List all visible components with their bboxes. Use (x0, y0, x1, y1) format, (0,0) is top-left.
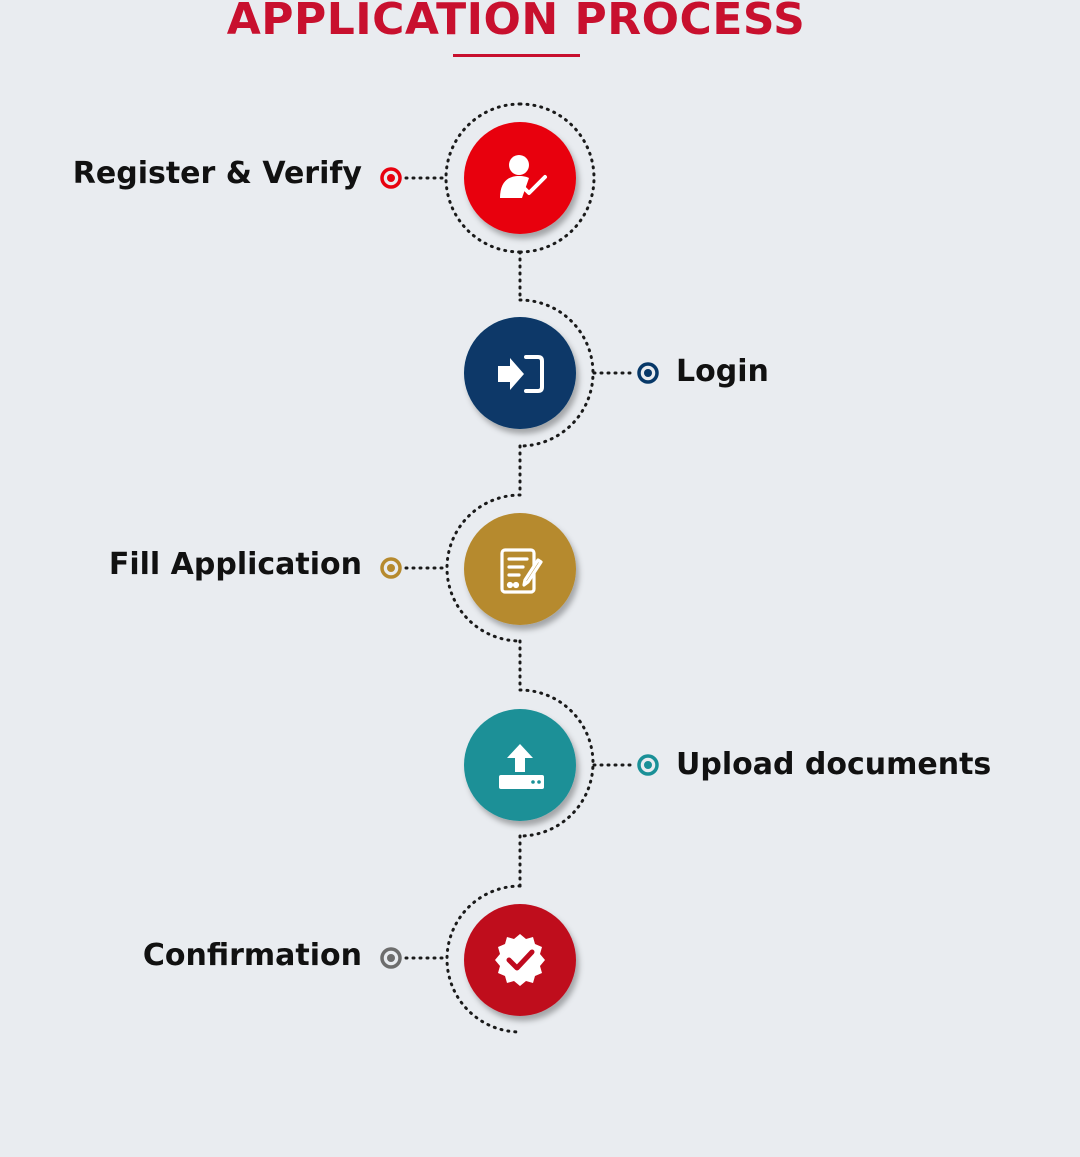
step-fill-application (380, 444, 576, 643)
upload-icon (499, 744, 544, 789)
step-dot-center (387, 954, 395, 962)
dotted-arc (444, 102, 522, 254)
dotted-arc (445, 884, 522, 1034)
step-dot (380, 167, 402, 189)
step-label-confirmation: Confirmation (142, 938, 362, 973)
step-dot-center (644, 761, 652, 769)
step-circle (464, 513, 576, 625)
step-label-register-verify: Register & Verify (72, 156, 362, 191)
dotted-arc (518, 688, 595, 838)
dotted-arc (518, 102, 596, 254)
user-check-icon (500, 155, 547, 198)
step-dot (637, 362, 659, 384)
step-login (464, 250, 659, 448)
step-dot-center (644, 369, 652, 377)
step-label-fill-application: Fill Application (108, 547, 362, 582)
step-dot-center (387, 564, 395, 572)
step-label-upload-documents: Upload documents (676, 747, 992, 782)
form-edit-icon (500, 548, 543, 594)
step-dot (380, 557, 402, 579)
sign-in-icon (498, 355, 544, 393)
step-upload-documents (464, 639, 659, 838)
step-dot (637, 754, 659, 776)
step-register-verify (380, 102, 596, 254)
step-dot (380, 947, 402, 969)
step-confirmation (380, 834, 576, 1034)
title-underline (453, 54, 580, 57)
dotted-arc (445, 493, 522, 643)
step-label-login: Login (676, 354, 769, 389)
verified-badge-icon (495, 934, 545, 986)
diagram-title: APPLICATION PROCESS (226, 0, 806, 45)
step-dot-center (387, 174, 395, 182)
